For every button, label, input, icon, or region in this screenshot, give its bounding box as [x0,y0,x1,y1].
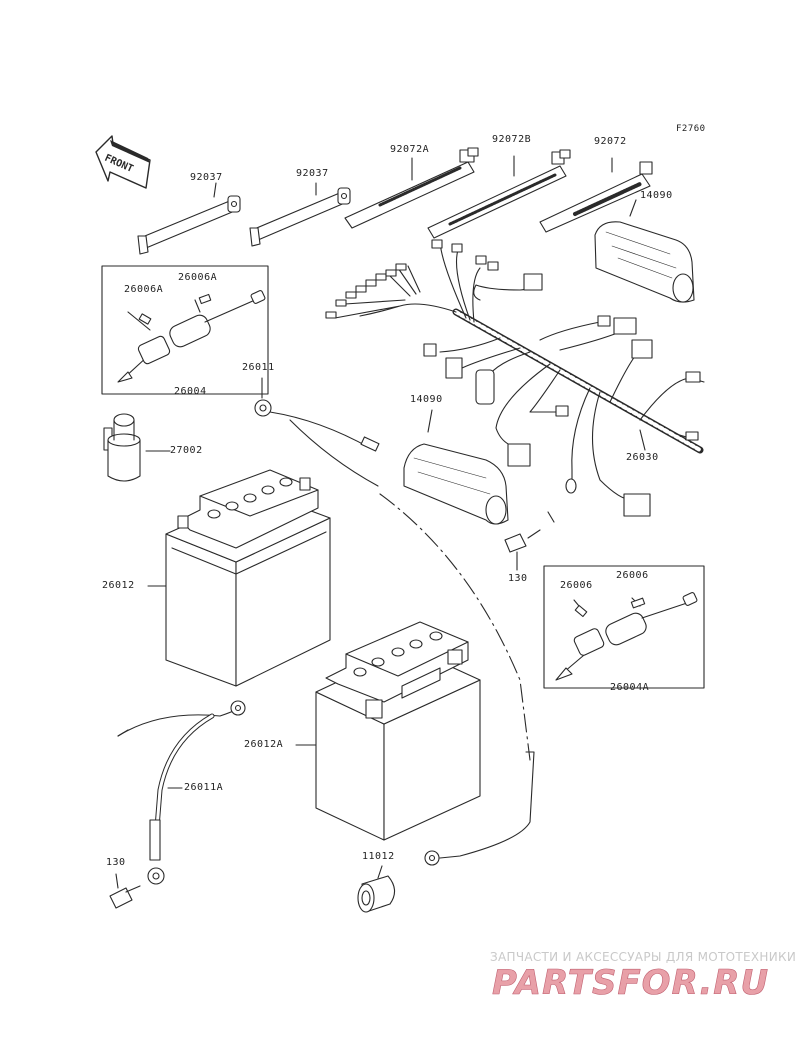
label-26012A: 26012A [244,739,284,750]
watermark-logo-text: PARTSFOR.RU [492,963,769,1003]
label-92037-b: 92037 [296,168,329,179]
label-92037-a: 92037 [190,172,223,183]
label-26006A-right: 26006A [178,272,218,283]
label-92072B: 92072B [492,134,532,145]
figure-code: F2760 [676,124,706,134]
label-26006-left: 26006 [560,580,593,591]
label-26011: 26011 [242,362,275,373]
ground-lead-path [379,493,531,761]
label-92072A: 92072A [390,144,430,155]
part-11012 [357,751,535,913]
label-26012: 26012 [102,580,135,591]
part-14090-top [594,199,695,303]
part-92072B [427,149,571,239]
part-130-b [109,873,141,909]
part-26011A [117,700,246,885]
part-26011 [254,377,380,487]
label-11012: 11012 [362,851,395,862]
part-14090-mid [403,409,509,525]
part-92037-a [137,182,241,255]
part-26004-box [101,265,269,395]
part-26012-battery [147,469,331,687]
label-130-bottom: 130 [106,857,126,868]
part-92072A [344,147,479,229]
watermark-logo: PARTSFOR.RU [492,963,769,1004]
part-27002 [103,413,171,482]
label-14090-mid: 14090 [410,394,443,405]
label-14090-top: 14090 [640,190,673,201]
label-92072: 92072 [594,136,627,147]
label-27002: 27002 [170,445,203,456]
front-arrow-icon: FRONT [95,135,151,189]
part-92072 [539,157,653,233]
label-130-top: 130 [508,573,528,584]
label-26006A-left: 26006A [124,284,164,295]
part-26004A-box [543,565,705,689]
label-26006-right: 26006 [616,570,649,581]
watermark-caption: ЗАПЧАСТИ И АКСЕССУАРЫ ДЛЯ МОТОТЕХНИКИ [490,950,797,964]
label-26004: 26004 [174,386,207,397]
part-26012A-battery [295,621,481,841]
part-26030-harness [325,239,705,517]
label-26030: 26030 [626,452,659,463]
part-92037-b [249,182,351,247]
part-130-a [504,511,555,571]
label-26011A: 26011A [184,782,224,793]
label-26004A: 26004A [610,682,650,693]
